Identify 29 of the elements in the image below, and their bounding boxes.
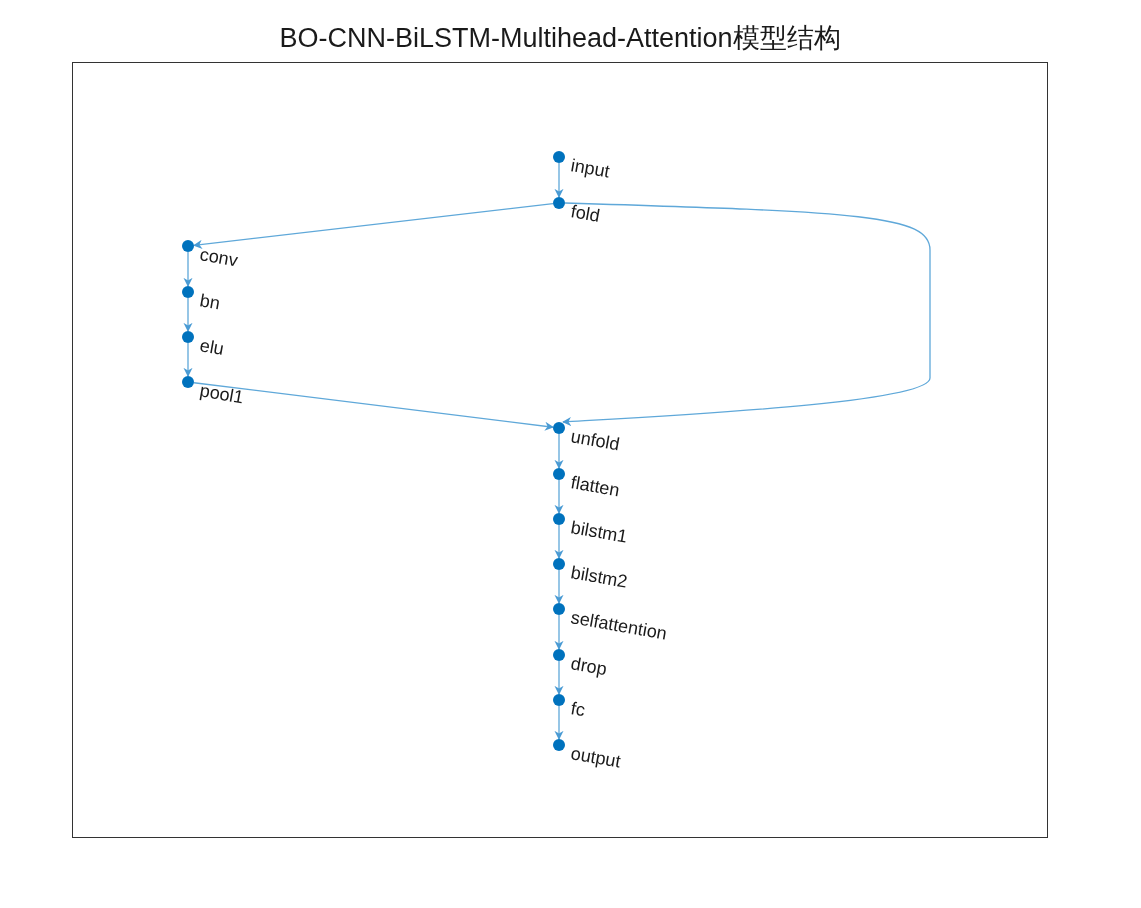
arrow [554, 705, 564, 740]
layer-label: drop [569, 652, 609, 680]
chart-title: BO-CNN-BiLSTM-Multihead-Attention模型结构 [278, 22, 842, 55]
layer-label: fold [569, 200, 602, 227]
layer-label: unfold [569, 425, 622, 455]
layer-label: flatten [569, 471, 622, 501]
arrow [554, 524, 564, 559]
arrow [193, 382, 554, 431]
layer-label: conv [198, 243, 240, 271]
arrow [554, 569, 564, 604]
layer-label: pool1 [198, 379, 246, 408]
layer-label: bilstm2 [569, 561, 629, 593]
arrow [554, 162, 564, 198]
arrow [554, 479, 564, 514]
layer-label: elu [198, 334, 226, 360]
layer-label: bn [198, 289, 222, 314]
arrow [562, 202, 931, 427]
layer-label: selfattention [569, 606, 669, 645]
arrow [183, 251, 193, 287]
arrow [193, 203, 554, 249]
arrow [554, 614, 564, 650]
arrow [554, 433, 564, 469]
layer-label: fc [569, 697, 587, 721]
layer-label: bilstm1 [569, 516, 629, 548]
layer-label: input [569, 154, 612, 183]
arrow [183, 342, 193, 377]
arrow [183, 297, 193, 332]
arrow [554, 660, 564, 695]
layer-label: output [569, 742, 623, 773]
